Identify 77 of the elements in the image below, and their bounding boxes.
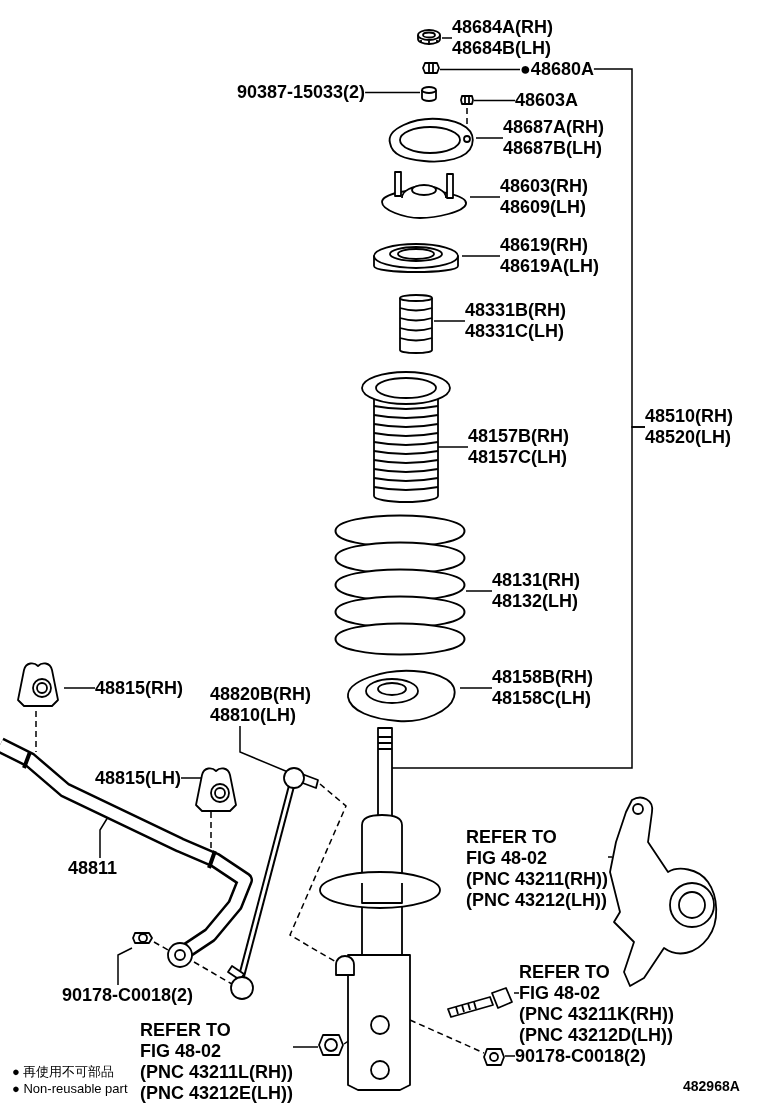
bracket-line xyxy=(593,68,646,428)
leader-line xyxy=(504,1055,516,1057)
leader-line xyxy=(99,816,109,859)
part-number: (PNC 43212D(LH)) xyxy=(519,1025,675,1046)
part-number: 48815(LH) xyxy=(95,768,182,789)
part-number: 48520(LH) xyxy=(645,427,733,448)
part-number: 48331B(RH) xyxy=(465,300,567,321)
part-number: 48132(LH) xyxy=(492,591,580,612)
leader-line xyxy=(465,590,493,592)
part-number: 48619A(LH) xyxy=(500,256,600,277)
part-number: 48687B(LH) xyxy=(503,138,604,159)
part-number: 90178-C0018(2) xyxy=(62,985,194,1006)
leader-line xyxy=(117,947,133,986)
part-number: (PNC 43212E(LH)) xyxy=(140,1083,294,1104)
dashed-assembly-line xyxy=(35,710,37,753)
reference-note: REFER TO FIG 48-02 xyxy=(140,1020,232,1062)
dashed-assembly-line xyxy=(289,783,347,963)
part-number: 48603(RH) xyxy=(500,176,589,197)
part-number: (PNC 43212(LH)) xyxy=(466,890,609,911)
leader-line xyxy=(439,68,521,71)
part-number: 48619(RH) xyxy=(500,235,590,256)
leader-line xyxy=(461,255,501,257)
non-reusable-note: ● Non-reusable part xyxy=(12,1081,128,1096)
leader-line xyxy=(513,992,520,994)
part-number: 48815(RH) xyxy=(95,678,184,699)
figure-number: 482968A xyxy=(683,1078,740,1094)
part-number: 48131(RH) xyxy=(492,570,581,591)
part-number: 90387-15033(2) xyxy=(237,82,366,103)
collar-drawing xyxy=(420,86,438,102)
part-number: 48510(RH) xyxy=(645,406,734,427)
nut-drawing xyxy=(318,1031,344,1059)
leader-line xyxy=(441,37,453,39)
part-number: 48609(LH) xyxy=(500,197,588,218)
non-reusable-note: ● 再使用不可部品 xyxy=(12,1063,115,1081)
part-number: 48684B(LH) xyxy=(452,38,553,59)
leader-line xyxy=(180,777,202,779)
part-number: ●48680A xyxy=(520,59,594,80)
leader-line xyxy=(459,687,493,689)
leader-line xyxy=(239,725,289,773)
part-number: 48820B(RH) xyxy=(210,684,312,705)
part-number: 90178-C0018(2) xyxy=(515,1046,647,1067)
dashed-assembly-line xyxy=(153,941,169,951)
leader-line xyxy=(469,196,501,198)
part-number: 48810(LH) xyxy=(210,705,298,726)
dashed-assembly-line xyxy=(193,961,233,985)
part-number: 48684A(RH) xyxy=(452,17,554,38)
nut-drawing xyxy=(460,93,474,107)
part-number: 48157C(LH) xyxy=(468,447,569,468)
cap-drawing xyxy=(416,28,442,46)
reference-note: REFER TO FIG 48-02 xyxy=(466,827,558,869)
part-number: 48157B(RH) xyxy=(468,426,570,447)
dashed-assembly-line xyxy=(210,811,212,851)
bellows-boot-drawing xyxy=(360,368,452,503)
leader-line xyxy=(473,99,516,102)
leader-line xyxy=(475,137,504,139)
part-number: 48331C(LH) xyxy=(465,321,566,342)
part-number: (PNC 43211(RH)) xyxy=(466,869,609,890)
part-number: (PNC 43211L(RH)) xyxy=(140,1062,294,1083)
nut-drawing xyxy=(483,1046,505,1068)
nut-drawing xyxy=(422,60,440,76)
leader-line xyxy=(437,446,469,448)
part-number: 48603A xyxy=(515,90,579,111)
part-number: 48158C(LH) xyxy=(492,688,593,709)
bolt-drawing xyxy=(444,985,514,1020)
part-number: 48811 xyxy=(68,858,118,879)
reference-note: REFER TO FIG 48-02 xyxy=(519,962,611,1004)
leader-line xyxy=(63,687,96,689)
part-number: 48158B(RH) xyxy=(492,667,594,688)
leader-line xyxy=(292,1046,319,1048)
leader-line xyxy=(433,320,466,322)
part-number: 48687A(RH) xyxy=(503,117,605,138)
strut-mount-drawing xyxy=(378,168,470,220)
coil-spring-drawing xyxy=(334,515,466,657)
bump-stop-drawing xyxy=(398,295,434,353)
leader-line xyxy=(364,91,421,94)
part-number: (PNC 43211K(RH)) xyxy=(519,1004,675,1025)
leader-line xyxy=(607,856,613,858)
